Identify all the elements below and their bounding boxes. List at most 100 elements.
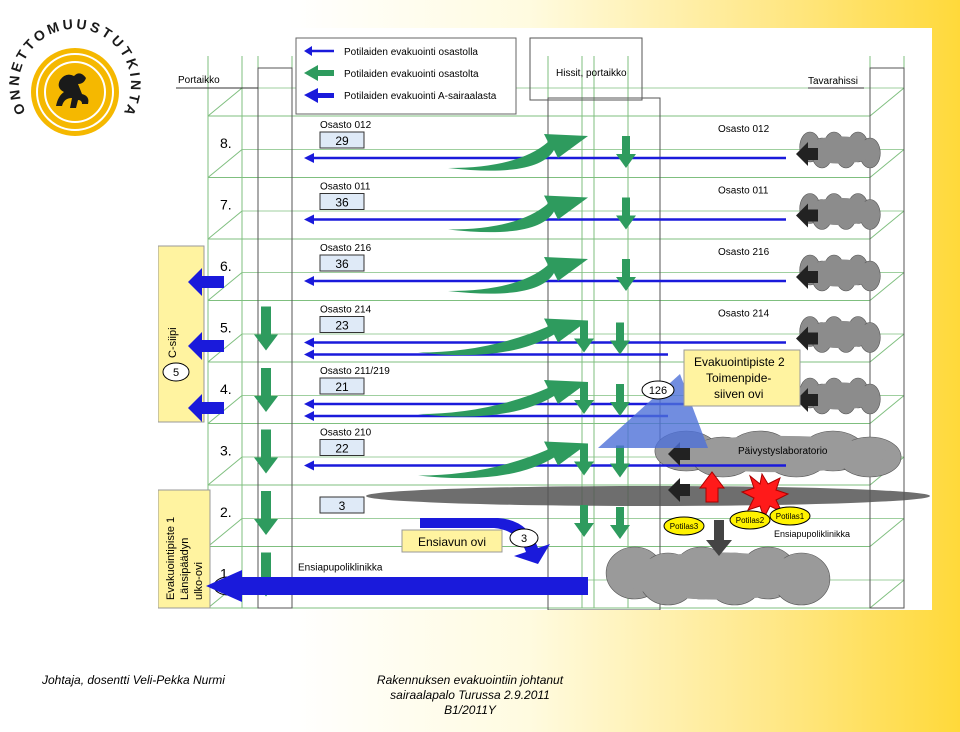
smoke-core xyxy=(618,552,818,600)
legend-item-2: Potilaiden evakuointi osastolta xyxy=(304,65,479,81)
legend-item-1: Potilaiden evakuointi osastolla xyxy=(304,46,478,58)
smoke-cloud xyxy=(799,316,881,353)
emergency-door-count-oval: 3 xyxy=(509,528,539,548)
stairwell-down-arrow xyxy=(254,491,278,535)
evacuation-diagram: Potilaiden evakuointi osastolla Potilaid… xyxy=(158,28,932,610)
ward-label: Osasto 214 xyxy=(320,305,372,316)
evac-point-2-line-3: siiven ovi xyxy=(714,387,763,401)
arrowhead-icon xyxy=(304,460,314,471)
green-transfer-arrow xyxy=(448,134,588,171)
frame-diagonal xyxy=(207,395,243,424)
logo-rays xyxy=(36,53,114,131)
smoke-arrow-icon xyxy=(796,388,818,412)
floor-number: 4. xyxy=(220,381,232,397)
green-transfer-arrow xyxy=(418,441,588,479)
frame-diagonal xyxy=(207,149,243,178)
patient-1-label: Potilas1 xyxy=(776,512,805,521)
floor-number: 8. xyxy=(220,135,232,151)
frame-diagonal xyxy=(869,333,905,363)
footer-title-line-3: B1/2011Y xyxy=(444,703,496,717)
smoke-core xyxy=(804,259,876,287)
arrowhead-icon xyxy=(304,153,314,163)
smoke-cloud xyxy=(799,254,881,292)
ward-label: Osasto 211/219 xyxy=(320,366,390,377)
floor-number: 3. xyxy=(220,443,232,459)
frame-diagonal xyxy=(869,579,905,609)
elevator-shaft-top xyxy=(529,37,643,101)
footer-author: Johtaja, dosentti Veli-Pekka Nurmi xyxy=(42,673,225,687)
floor-number: 5. xyxy=(220,320,232,336)
smoke-cloud xyxy=(605,546,831,606)
frame-diagonal xyxy=(207,518,243,547)
frame-diagonal xyxy=(869,518,905,547)
patient-count-box xyxy=(319,131,365,149)
green-transfer-arrow xyxy=(448,257,588,294)
smoke-layer-floor2 xyxy=(366,486,930,506)
floor-number: 2. xyxy=(220,504,232,520)
green-transfer-arrow xyxy=(448,195,588,233)
smoke-cloud xyxy=(799,131,881,169)
logo: ONNETTOMUUSTUTKINTAKESKUS xyxy=(0,0,152,160)
footer-title: Rakennuksen evakuointiin johtanut sairaa… xyxy=(330,673,610,718)
lion-icon xyxy=(56,73,89,108)
patient-count-box xyxy=(319,316,365,333)
green-down-arrow xyxy=(574,505,594,537)
patient-3: Potilas3 xyxy=(663,516,705,536)
patient-count: 3 xyxy=(339,499,346,513)
smoke-arrow-icon xyxy=(796,265,818,289)
green-transfer-arrow xyxy=(418,380,588,417)
arrowhead-icon xyxy=(304,411,314,421)
green-down-arrow xyxy=(574,443,594,476)
patient-2-label: Potilas2 xyxy=(736,516,765,525)
frame-diagonal xyxy=(207,456,243,486)
c-wing-panel: C-siipi xyxy=(158,245,205,423)
floor-2: 2.3 xyxy=(220,491,630,539)
green-down-arrow xyxy=(574,382,594,414)
lab-label: Päivystyslaboratorio xyxy=(738,446,828,457)
c-wing-count-oval: 5 xyxy=(162,362,190,382)
stairwell-down-arrow xyxy=(254,306,278,351)
smoke-core xyxy=(804,197,876,226)
frame-diagonal xyxy=(869,149,905,178)
evac-point-1-line-2: Länsipäädyn xyxy=(179,538,191,600)
legend-label-1: Potilaiden evakuointi osastolla xyxy=(344,47,478,58)
emergency-door-count: 3 xyxy=(521,533,527,545)
green-down-arrow xyxy=(616,197,636,230)
floor-1-evac-arrow xyxy=(206,570,588,602)
evac-point-2-count: 126 xyxy=(649,385,667,397)
elevators-label: Hissit, portaikko xyxy=(556,68,627,79)
floor-number: 1. xyxy=(220,566,232,582)
green-down-arrow xyxy=(616,136,636,168)
frame-diagonal xyxy=(207,272,243,301)
patient-count: 22 xyxy=(335,442,349,456)
arrowhead-icon xyxy=(304,276,314,286)
c-wing-count: 5 xyxy=(173,367,179,379)
green-down-arrow xyxy=(610,384,630,416)
ward-right-label: Osasto 216 xyxy=(718,247,770,258)
legend-item-3: Potilaiden evakuointi A-sairaalasta xyxy=(304,88,497,103)
patient-count: 36 xyxy=(335,196,349,210)
patient-3-label: Potilas3 xyxy=(670,522,699,531)
frame-diagonal xyxy=(869,210,905,240)
green-down-arrow xyxy=(610,322,630,355)
smoke-core xyxy=(804,136,876,164)
green-down-arrow xyxy=(616,259,636,291)
emergency-door: Ensiavun ovi xyxy=(401,529,503,553)
ward-label: Osasto 011 xyxy=(320,182,371,193)
frame-diagonal xyxy=(207,333,243,363)
goods-elevator-label: Tavarahissi xyxy=(808,76,858,87)
arrowhead-icon xyxy=(304,349,314,360)
ward-right-label: Osasto 214 xyxy=(718,309,770,320)
frame-diagonal xyxy=(869,87,905,117)
patient-count: 36 xyxy=(335,257,349,271)
smoke-cloud xyxy=(799,193,881,230)
evac-point-2-line-1: Evakuointipiste 2 xyxy=(694,355,785,369)
footer-title-line-1: Rakennuksen evakuointiin johtanut xyxy=(376,673,564,687)
ward-label: Osasto 216 xyxy=(320,243,372,254)
patient-count: 29 xyxy=(335,134,349,148)
